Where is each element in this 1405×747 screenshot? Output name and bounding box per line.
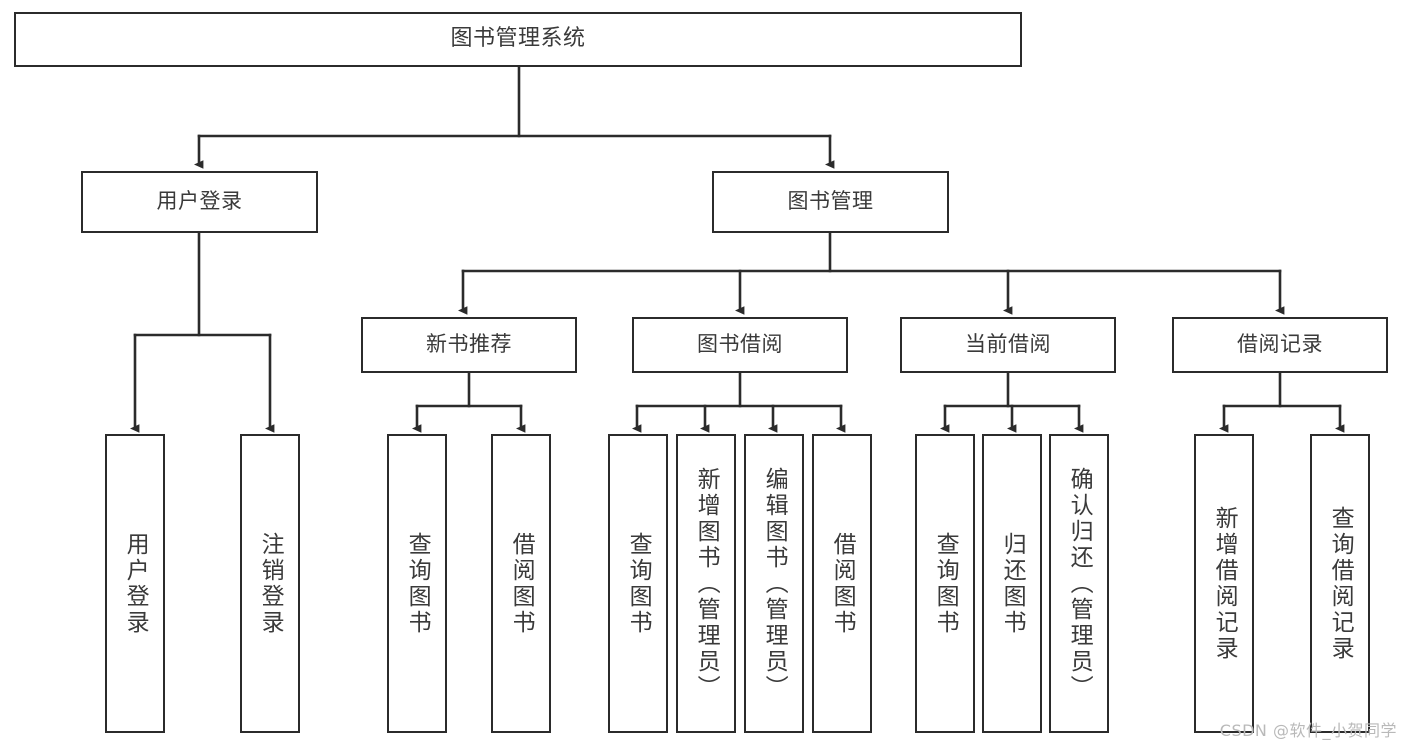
node-label: 借阅图书 [508, 531, 535, 636]
node-label: 查询图书 [404, 531, 431, 636]
leaf-book-borrow-edit-book-admin[interactable]: 编辑图书（管理员） [744, 434, 804, 733]
node-current-borrow[interactable]: 当前借阅 [900, 317, 1116, 373]
watermark-text: CSDN @软件_小贺同学 [1219, 721, 1397, 740]
node-label: 查询图书 [625, 531, 652, 636]
node-label: 用户登录 [156, 189, 243, 214]
node-borrow-record[interactable]: 借阅记录 [1172, 317, 1388, 373]
node-label: 确认归还（管理员） [1066, 466, 1093, 701]
node-label: 借阅图书 [829, 531, 856, 636]
node-label: 新增图书（管理员） [693, 466, 720, 701]
leaf-borrow-record-add-record[interactable]: 新增借阅记录 [1194, 434, 1254, 733]
leaf-new-book-borrow-book[interactable]: 借阅图书 [491, 434, 551, 733]
node-label: 编辑图书（管理员） [761, 466, 788, 701]
node-book-borrow[interactable]: 图书借阅 [632, 317, 848, 373]
node-book-management[interactable]: 图书管理 [712, 171, 949, 233]
leaf-book-borrow-add-book-admin[interactable]: 新增图书（管理员） [676, 434, 736, 733]
node-label: 图书借阅 [697, 332, 783, 357]
node-new-book-recommend[interactable]: 新书推荐 [361, 317, 577, 373]
node-root-book-management-system[interactable]: 图书管理系统 [14, 12, 1022, 67]
leaf-user-login-logout[interactable]: 注销登录 [240, 434, 300, 733]
node-label: 新增借阅记录 [1211, 505, 1238, 662]
node-label: 新书推荐 [426, 332, 512, 357]
leaf-current-borrow-confirm-return-admin[interactable]: 确认归还（管理员） [1049, 434, 1109, 733]
leaf-current-borrow-query-book[interactable]: 查询图书 [915, 434, 975, 733]
node-label: 借阅记录 [1237, 332, 1323, 357]
node-label: 查询图书 [932, 531, 959, 636]
leaf-book-borrow-query-book[interactable]: 查询图书 [608, 434, 668, 733]
node-label: 归还图书 [999, 531, 1026, 636]
node-user-login[interactable]: 用户登录 [81, 171, 318, 233]
leaf-user-login-login[interactable]: 用户登录 [105, 434, 165, 733]
node-label: 当前借阅 [965, 332, 1051, 357]
leaf-book-borrow-borrow-book[interactable]: 借阅图书 [812, 434, 872, 733]
leaf-new-book-query-book[interactable]: 查询图书 [387, 434, 447, 733]
leaf-current-borrow-return-book[interactable]: 归还图书 [982, 434, 1042, 733]
leaf-borrow-record-query-record[interactable]: 查询借阅记录 [1310, 434, 1370, 733]
node-label: 图书管理系统 [450, 26, 586, 52]
node-label: 图书管理 [787, 189, 874, 214]
node-label: 查询借阅记录 [1327, 505, 1354, 662]
node-label: 注销登录 [257, 531, 284, 636]
node-label: 用户登录 [122, 531, 149, 636]
